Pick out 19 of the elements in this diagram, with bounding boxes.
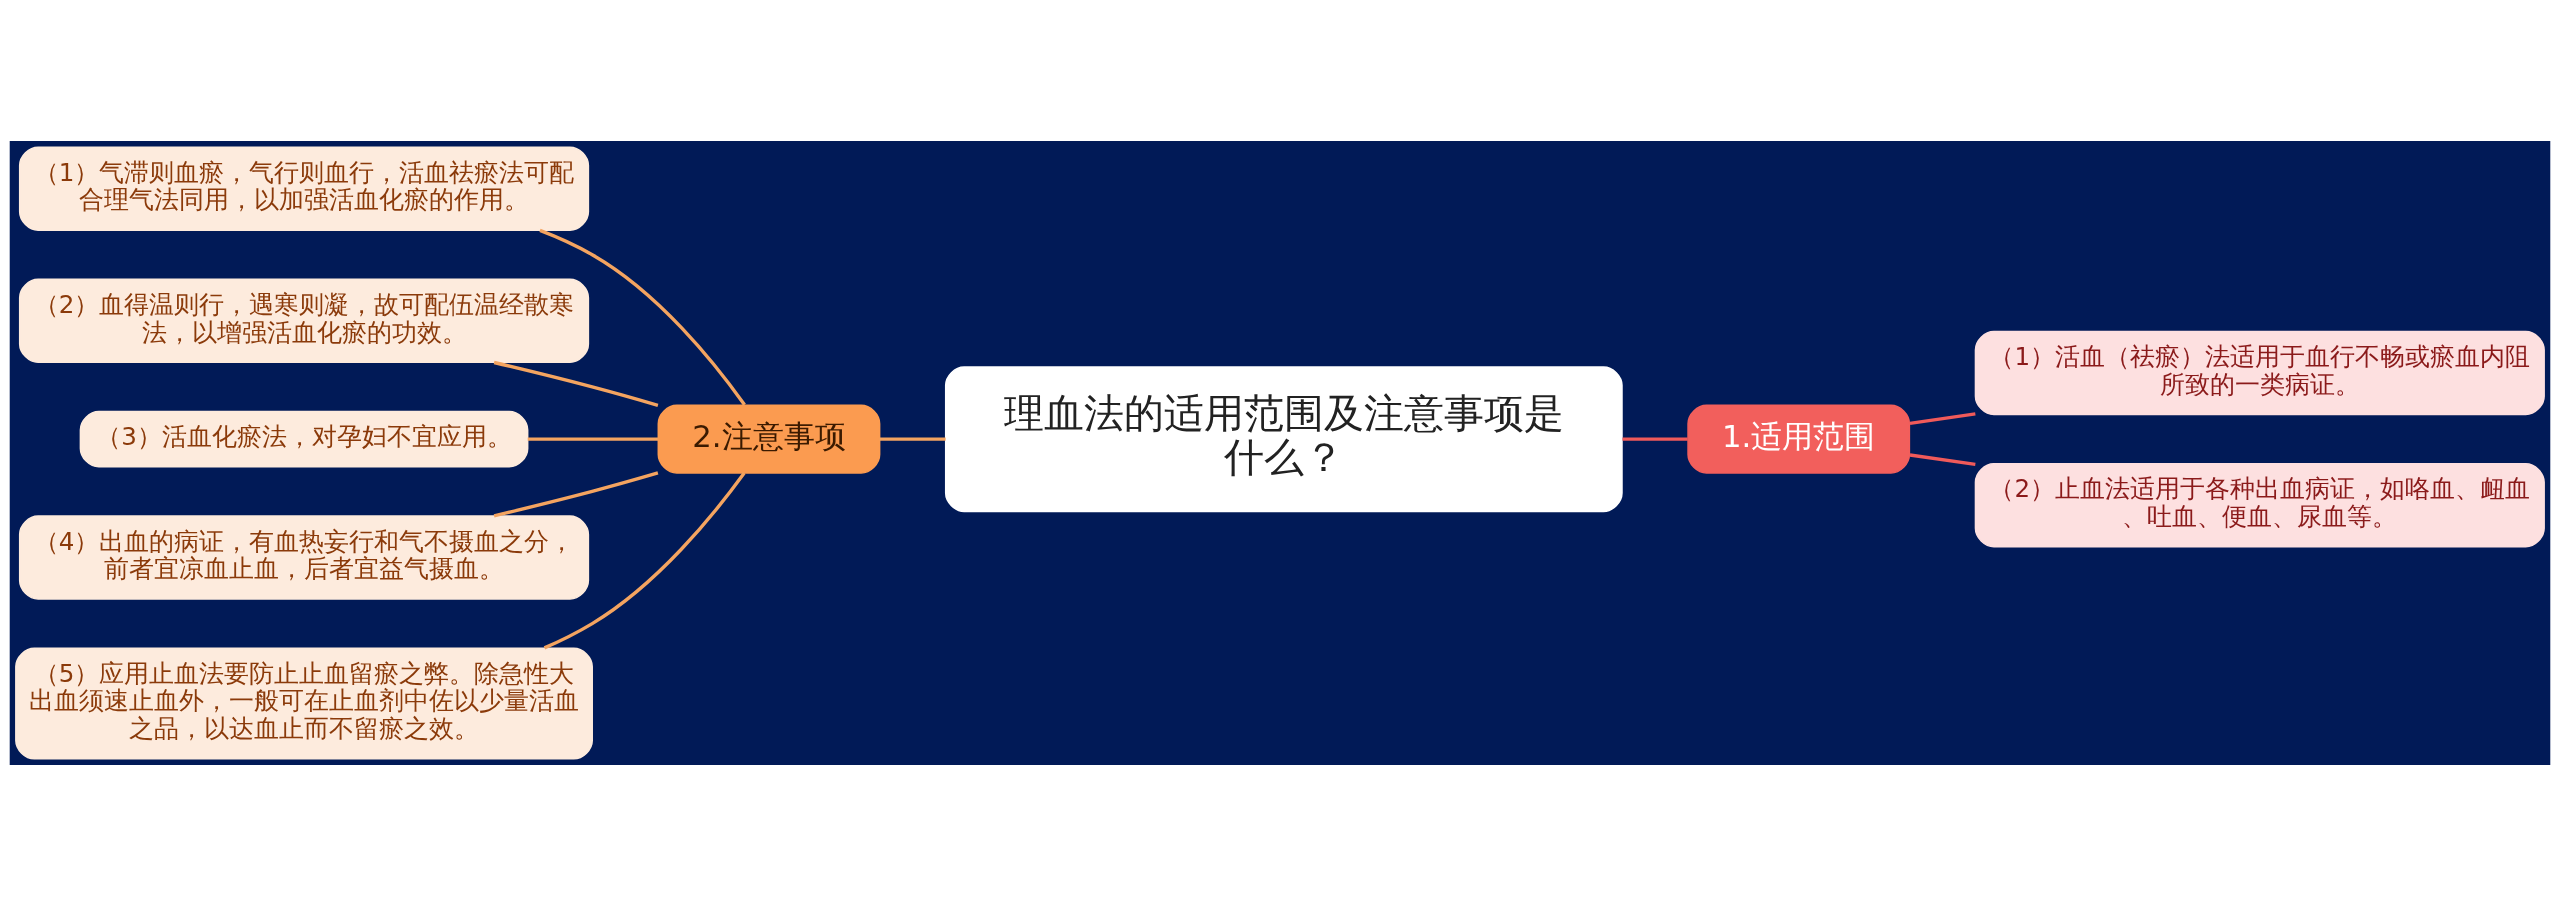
connector (527, 437, 658, 441)
connector (1909, 411, 1976, 425)
node-box: 理血法的适用范围及注意事项是什么？ (944, 365, 1623, 512)
connector (1622, 437, 1688, 441)
node-box: （3）活血化瘀法，对孕妇不宜应用。 (79, 410, 529, 468)
connector (539, 228, 746, 406)
node-box: 2.注意事项 (657, 404, 881, 474)
connector (1909, 452, 1976, 466)
node-box: （1）活血（祛瘀）法适用于血行不畅或瘀血内阻所致的一类病证。 (1974, 330, 2545, 415)
connector (879, 437, 946, 441)
node-box: （1）气滞则血瘀，气行则血行，活血祛瘀法可配合理气法同用，以加强活血化瘀的作用。 (18, 145, 590, 231)
connector (543, 471, 746, 649)
node-box: 1.适用范围 (1687, 404, 1911, 474)
node-box: （4）出血的病证，有血热妄行和气不摄血之分，前者宜凉血止血，后者宜益气摄血。 (18, 514, 590, 600)
connector (493, 360, 659, 407)
node-box: （2）止血法适用于各种出血病证，如咯血、衄血、吐血、便血、尿血等。 (1974, 462, 2545, 547)
node-box: （2）血得温则行，遇寒则凝，故可配伍温经散寒法，以增强活血化瘀的功效。 (18, 278, 590, 363)
node-box: （5）应用止血法要防止止血留瘀之弊。除急性大出血须速止血外，一般可在止血剂中佐以少量活血之品，以达血止而不留瘀之效。 (15, 646, 593, 760)
connector (493, 470, 659, 517)
